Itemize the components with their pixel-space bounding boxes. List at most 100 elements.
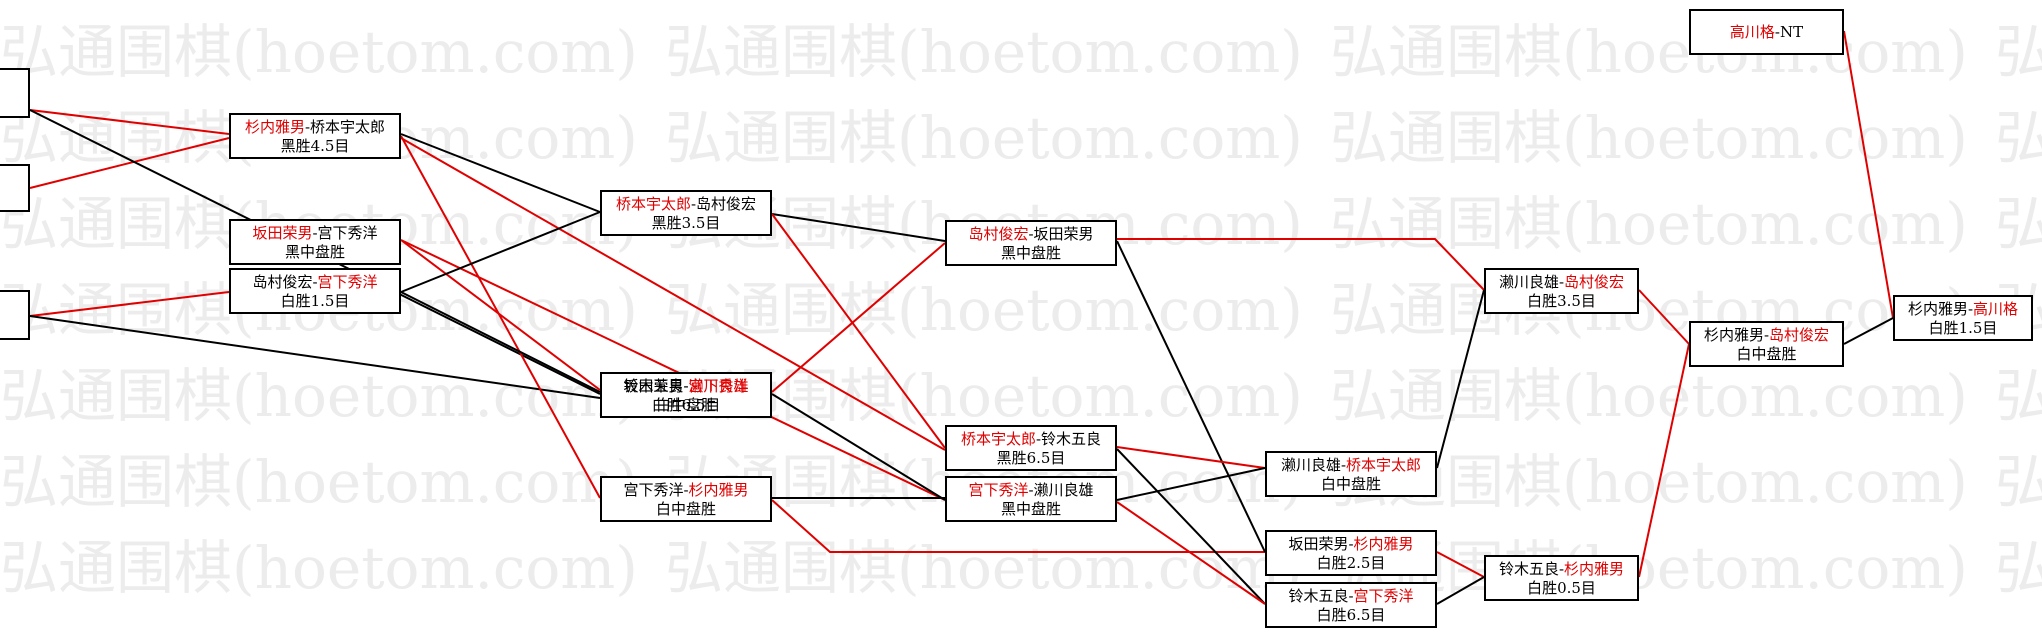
- vs-dash: -: [690, 195, 697, 213]
- match-box: 濑川良雄-岛村俊宏白胜3.5目: [1484, 268, 1639, 314]
- match-box: 坂田荣男-宫下秀洋黑中盘胜: [229, 219, 401, 265]
- player-name: 濑川良雄: [1498, 273, 1559, 291]
- vs-dash: -: [683, 377, 689, 395]
- match-players: 铃木五良-宫下秀洋: [1267, 587, 1435, 606]
- player-name: 桥本宇太郎: [1346, 456, 1422, 474]
- winner-connector: [1638, 289, 1690, 345]
- match-players: 杉内雅男-高川格: [1895, 300, 2031, 319]
- vs-dash: -: [1967, 300, 1974, 318]
- player-name: 杉内雅男: [1907, 300, 1968, 318]
- vs-dash: -: [1558, 560, 1565, 578]
- match-result: 白胜2.5目: [1316, 554, 1386, 572]
- player-name: 岛村俊宏: [252, 273, 313, 291]
- match-box: 雄: [0, 68, 30, 118]
- player-name: 杉内雅男: [1353, 535, 1414, 553]
- player-name: 桥本宇太郎: [310, 118, 386, 136]
- winner-connector: [771, 499, 1265, 553]
- player-name: 杉内雅男: [1564, 560, 1625, 578]
- player-name: 宫下秀洋: [688, 377, 749, 395]
- winner-connector: [1116, 501, 1266, 605]
- vs-dash: -: [1774, 23, 1780, 41]
- connector: [1436, 289, 1485, 469]
- winner-connector: [400, 239, 946, 501]
- match-players: 杉内雅男-桥本宇太郎: [231, 118, 399, 137]
- match-players: 高川格-NT: [1691, 23, 1842, 42]
- vs-dash: -: [1028, 225, 1034, 243]
- match-result: 白中盘胜: [655, 500, 716, 518]
- match-players: 桥本宇太郎-铃木五良: [947, 430, 1115, 449]
- player-name: 铃木五良: [1041, 430, 1102, 448]
- match-players: 铃木五良-宫下秀洋: [602, 377, 770, 396]
- player-name: 铃木五良: [1498, 560, 1559, 578]
- match-box: 濑川良雄-桥本宇太郎白中盘胜: [1265, 451, 1437, 497]
- vs-dash: -: [1028, 481, 1034, 499]
- match-box: 杉内雅男-桥本宇太郎黑胜4.5目: [229, 113, 401, 159]
- winner-connector: [1436, 551, 1485, 578]
- connector: [29, 315, 601, 399]
- player-name: 桥本宇太郎: [615, 195, 691, 213]
- match-result: 白胜6.5目: [651, 396, 721, 414]
- vs-dash: -: [1348, 587, 1354, 605]
- player-name: 铃木五良: [623, 377, 684, 395]
- match-result: 白胜1.5目: [280, 292, 350, 310]
- match-result: 白中盘胜: [1736, 345, 1797, 363]
- match-result: 白胜0.5目: [1527, 579, 1596, 597]
- vs-dash: -: [1763, 326, 1770, 344]
- match-box: 杉内雅男-岛村俊宏白中盘胜: [1689, 321, 1844, 367]
- winner-connector: [1638, 343, 1690, 578]
- player-name: 坂田荣男: [623, 377, 684, 395]
- player-name: 濑川良雄: [1280, 456, 1341, 474]
- match-box: 坂田荣男-濑川良雄白胜6.5目: [600, 372, 772, 418]
- player-name: 岛村俊宏: [1769, 326, 1830, 344]
- player-name: 杉内雅男: [244, 118, 305, 136]
- player-name: 坂田荣男: [252, 224, 313, 242]
- player-name: 宫下秀洋: [317, 224, 378, 242]
- match-result: 白中盘胜: [655, 396, 716, 414]
- player-name: 岛村俊宏: [968, 225, 1029, 243]
- match-players: 坂田荣男-濑川良雄: [602, 377, 770, 396]
- player-name: 高川格: [1729, 23, 1775, 41]
- winner-connector: [771, 213, 946, 449]
- connector: [1116, 467, 1266, 501]
- match-result: 黑胜3.5目: [651, 214, 721, 232]
- match-box: 杉内雅男-高川格白胜1.5目: [1893, 295, 2033, 341]
- match-box: 宫下秀洋-濑川良雄黑中盘胜: [945, 476, 1117, 522]
- match-result: 白中盘胜: [1320, 475, 1381, 493]
- match-result: 黑中盘胜: [284, 243, 345, 261]
- player-name: 杉内雅男: [688, 481, 749, 499]
- player-name: 宫下秀洋: [317, 273, 378, 291]
- player-name: NT: [1779, 23, 1804, 41]
- connector: [400, 133, 601, 213]
- winner-connector: [400, 239, 601, 391]
- connector: [1436, 576, 1485, 605]
- match-box: 良: [0, 290, 30, 340]
- vs-dash: -: [683, 481, 689, 499]
- winner-connector: [29, 137, 230, 189]
- connector: [1116, 448, 1266, 605]
- winner-connector: [1843, 30, 1894, 319]
- connector: [1843, 317, 1894, 345]
- match-result: 黑胜4.5目: [280, 137, 350, 155]
- winner-connector: [771, 242, 946, 393]
- player-name: 宫下秀洋: [968, 481, 1029, 499]
- match-result: 白胜1.5目: [1928, 319, 1998, 337]
- match-result: 黑胜6.5目: [996, 449, 1066, 467]
- match-players: 杉内雅男-岛村俊宏: [1691, 326, 1842, 345]
- winner-connector: [400, 137, 946, 451]
- match-box: 铃木五良-杉内雅男白胜0.5目: [1484, 555, 1639, 601]
- match-box: 岛村俊宏-坂田荣男黑中盘胜: [945, 220, 1117, 266]
- vs-dash: -: [683, 377, 689, 395]
- connector: [400, 291, 601, 393]
- player-name: 坂田荣男: [1033, 225, 1094, 243]
- winner-connector: [29, 291, 230, 317]
- winner-connector: [29, 109, 230, 135]
- match-box: [0, 164, 30, 212]
- match-players: 坂田荣男-宫下秀洋: [231, 224, 399, 243]
- match-box: 岛村俊宏-宫下秀洋白胜1.5目: [229, 268, 401, 314]
- match-result: 白胜3.5目: [1527, 292, 1596, 310]
- match-box: 桥本宇太郎-铃木五良黑胜6.5目: [945, 425, 1117, 471]
- match-players: 宫下秀洋-濑川良雄: [947, 481, 1115, 500]
- vs-dash: -: [1558, 273, 1565, 291]
- connector: [771, 393, 946, 501]
